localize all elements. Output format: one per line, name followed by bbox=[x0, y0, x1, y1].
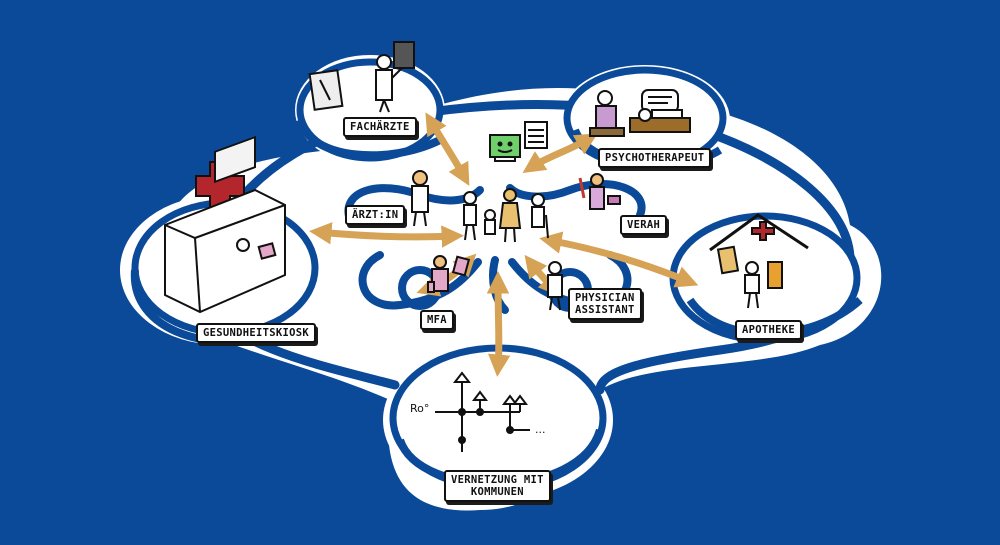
aerztin-icon bbox=[411, 170, 429, 227]
label-gesundheitskiosk: GESUNDHEITSKIOSK bbox=[196, 323, 316, 343]
label-psychotherapeut: PSYCHOTHERAPEUT bbox=[598, 148, 712, 168]
pharmacy-icon bbox=[709, 213, 809, 309]
label-aerztin: ÄRZT:IN bbox=[345, 205, 406, 225]
physician-assistant-icon bbox=[547, 261, 563, 311]
arrow-kiosk bbox=[309, 222, 464, 248]
arrow-vernetzung bbox=[486, 271, 511, 377]
verah-icon bbox=[578, 173, 621, 210]
arrow-apotheke bbox=[539, 231, 699, 288]
label-verah: VERAH bbox=[620, 215, 668, 235]
health-kiosk-icon bbox=[164, 135, 286, 314]
svg-text:Ro°: Ro° bbox=[410, 402, 429, 415]
family-icon bbox=[463, 188, 549, 243]
label-apotheke: APOTHEKE bbox=[735, 320, 802, 340]
arrow-psychotherapeut bbox=[522, 133, 598, 173]
mfa-icon bbox=[427, 255, 471, 293]
label-fachaerzte: FACHÄRZTE bbox=[343, 117, 417, 137]
svg-text:...: ... bbox=[535, 423, 546, 436]
computer-icon bbox=[489, 121, 548, 162]
arrow-fachaerzte bbox=[425, 112, 470, 186]
specialist-doctor-icon bbox=[308, 41, 415, 113]
label-mfa: MFA bbox=[420, 310, 454, 330]
psychotherapy-couch-icon bbox=[589, 89, 691, 137]
community-network-icon: Ro° ... bbox=[410, 371, 546, 452]
